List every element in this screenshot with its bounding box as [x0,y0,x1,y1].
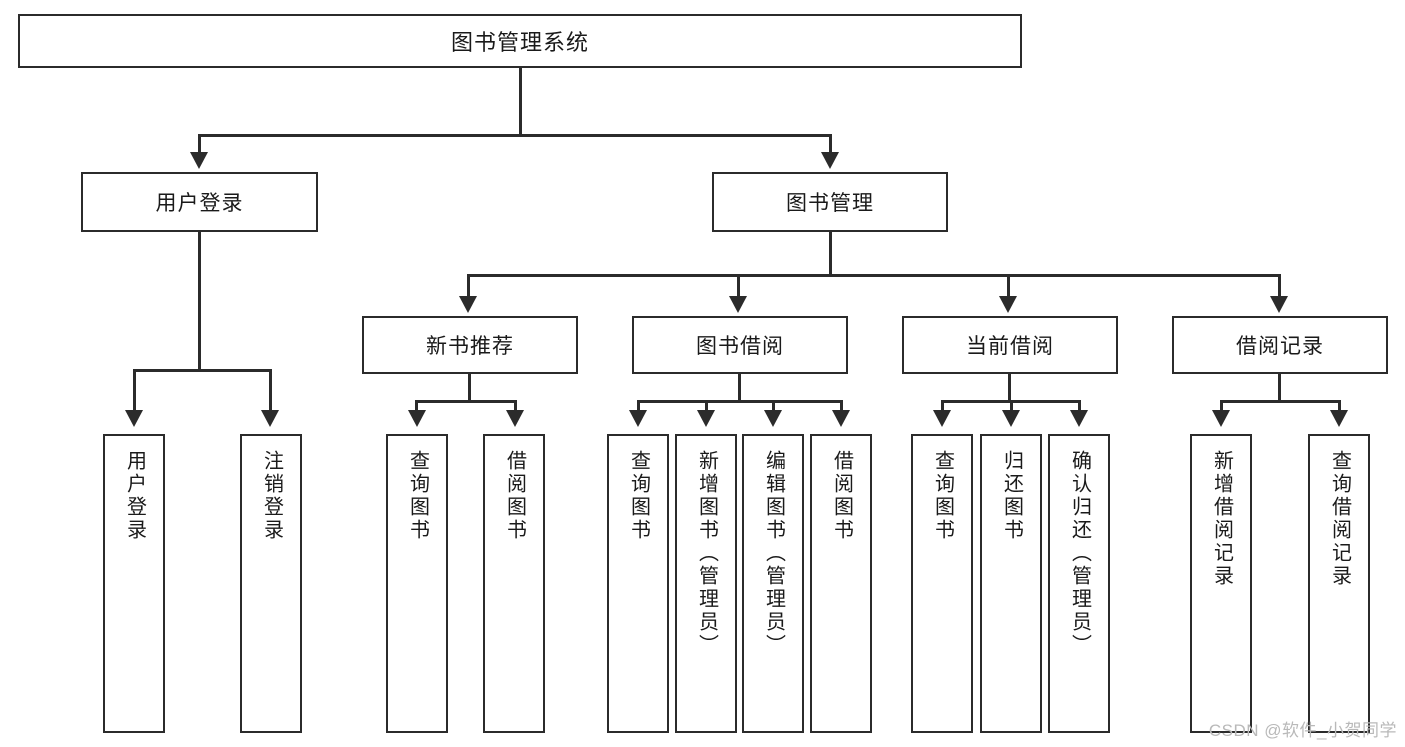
edge-record-bus [1220,400,1340,403]
edge-user-login-bus [133,369,272,372]
edge-to-borrow-record [1278,274,1281,298]
node-label: 编辑图书（管理员） [762,450,785,657]
node-label: 查询图书 [406,450,429,542]
edge-current-to-confirm-return [1078,400,1081,412]
edge-borrow-stem [738,374,741,400]
leaf-current-confirm-return-admin[interactable]: 确认归还（管理员） [1048,434,1110,733]
arrow-down-icon [261,410,279,427]
arrow-down-icon [408,410,426,427]
arrow-down-icon [1212,410,1230,427]
leaf-recommend-query-book[interactable]: 查询图书 [386,434,448,733]
node-label: 图书借阅 [696,335,784,358]
edge-borrow-to-query-book [637,400,640,412]
arrow-down-icon [459,296,477,313]
node-label: 注销登录 [260,450,283,542]
node-label: 查询图书 [931,450,954,542]
leaf-borrow-edit-book-admin[interactable]: 编辑图书（管理员） [742,434,804,733]
arrow-down-icon [764,410,782,427]
edge-to-leaf-logout [269,369,272,412]
node-label: 查询图书 [627,450,650,542]
edge-book-management-bus [467,274,1281,277]
arrow-down-icon [832,410,850,427]
node-label: 查询借阅记录 [1328,450,1351,588]
edge-borrow-to-edit-book [772,400,775,412]
edge-recommend-to-borrow-book [514,400,517,412]
arrow-down-icon [729,296,747,313]
arrow-down-icon [933,410,951,427]
node-label: 借阅图书 [503,450,526,542]
arrow-down-icon [190,152,208,169]
edge-to-current-borrow [1007,274,1010,298]
arrow-down-icon [629,410,647,427]
arrow-down-icon [125,410,143,427]
edge-recommend-bus [415,400,517,403]
edge-user-login-stem [198,232,201,369]
edge-record-stem [1278,374,1281,400]
node-book-management[interactable]: 图书管理 [712,172,948,232]
edge-to-leaf-user-login [133,369,136,412]
edge-record-to-query-record [1338,400,1341,412]
node-current-borrow[interactable]: 当前借阅 [902,316,1118,374]
leaf-record-add-borrow-record[interactable]: 新增借阅记录 [1190,434,1252,733]
edge-to-new-book-recommend [467,274,470,298]
node-label: 当前借阅 [966,335,1054,358]
edge-current-stem [1008,374,1011,400]
node-label: 新增图书（管理员） [695,450,718,657]
node-root-book-management-system[interactable]: 图书管理系统 [18,14,1022,68]
arrow-down-icon [1330,410,1348,427]
leaf-borrow-borrow-book[interactable]: 借阅图书 [810,434,872,733]
node-book-borrow[interactable]: 图书借阅 [632,316,848,374]
node-label: 图书管理系统 [450,30,589,55]
leaf-current-query-book[interactable]: 查询图书 [911,434,973,733]
arrow-down-icon [506,410,524,427]
node-user-login[interactable]: 用户登录 [81,172,318,232]
edge-recommend-to-query-book [415,400,418,412]
edge-root-stem [519,68,522,134]
leaf-recommend-borrow-book[interactable]: 借阅图书 [483,434,545,733]
edge-record-to-add-record [1220,400,1223,412]
arrow-down-icon [1002,410,1020,427]
edge-borrow-to-borrow-book [840,400,843,412]
leaf-logout[interactable]: 注销登录 [240,434,302,733]
node-label: 归还图书 [1000,450,1023,542]
leaf-current-return-book[interactable]: 归还图书 [980,434,1042,733]
node-label: 确认归还（管理员） [1068,450,1091,657]
edge-to-book-borrow [737,274,740,298]
node-label: 用户登录 [155,192,244,215]
edge-borrow-bus [637,400,842,403]
leaf-record-query-borrow-record[interactable]: 查询借阅记录 [1308,434,1370,733]
edge-borrow-to-add-book [705,400,708,412]
edge-current-to-query-book [941,400,944,412]
node-label: 新增借阅记录 [1210,450,1233,588]
leaf-user-login[interactable]: 用户登录 [103,434,165,733]
node-new-book-recommend[interactable]: 新书推荐 [362,316,578,374]
arrow-down-icon [1070,410,1088,427]
edge-root-to-user-login [198,134,201,156]
node-borrow-record[interactable]: 借阅记录 [1172,316,1388,374]
edge-recommend-stem [468,374,471,400]
arrow-down-icon [999,296,1017,313]
node-label: 图书管理 [786,192,874,215]
arrow-down-icon [697,410,715,427]
leaf-borrow-add-book-admin[interactable]: 新增图书（管理员） [675,434,737,733]
arrow-down-icon [821,152,839,169]
edge-root-bus [198,134,831,137]
leaf-borrow-query-book[interactable]: 查询图书 [607,434,669,733]
node-label: 新书推荐 [426,335,514,358]
edge-root-to-book-management [829,134,832,156]
node-label: 用户登录 [123,450,146,542]
edge-current-to-return-book [1010,400,1013,412]
node-label: 借阅记录 [1236,335,1324,358]
edge-book-management-stem [829,232,832,274]
node-label: 借阅图书 [830,450,853,542]
arrow-down-icon [1270,296,1288,313]
csdn-watermark: CSDN @软件_小贺同学 [1208,721,1397,740]
